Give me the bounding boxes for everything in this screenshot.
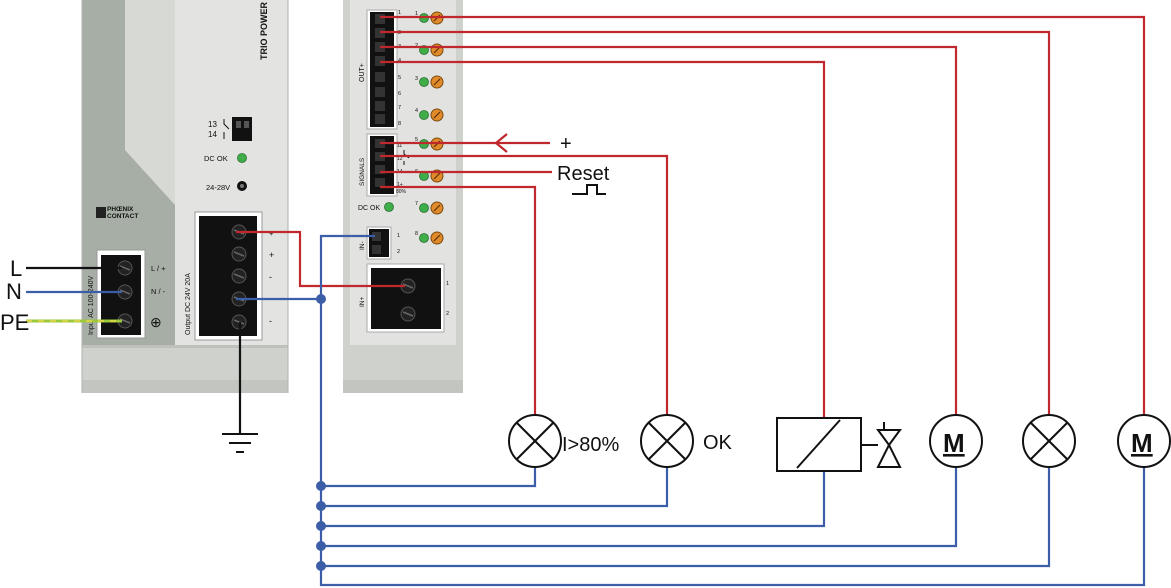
signal-pin-12: 12 (397, 156, 403, 162)
label-reset: Reset (557, 163, 610, 185)
in-minus-pin-2: 2 (397, 249, 400, 255)
svg-text:PHŒNIX: PHŒNIX (107, 206, 134, 213)
label-plus: + (560, 133, 572, 155)
junction-dots (316, 294, 326, 571)
output-terminal-5[interactable] (218, 311, 254, 333)
output-mark-2: + (269, 250, 274, 260)
input-rating-label: Input AC 100-240V (88, 276, 95, 335)
module-dc-ok-led (384, 202, 394, 212)
channel-8-knob[interactable] (430, 231, 444, 245)
channel-number-5: 5 (415, 137, 418, 143)
output-terminal-2[interactable] (218, 243, 254, 265)
dc-ok-led (237, 153, 247, 163)
channel-number-1: 1 (415, 11, 418, 17)
motor-1-symbol: M (943, 428, 965, 458)
lamp-overload-icon (508, 414, 562, 468)
relay-contact-13: 13 (208, 120, 217, 129)
output-mark-3: - (269, 272, 272, 282)
phoenix-contact-logo: PHŒNIX CONTACT (96, 206, 138, 220)
signal-pin-1plus: 1+ (397, 182, 403, 188)
channel-8-led (419, 233, 429, 243)
voltage-adjust-label: 24-28V (206, 183, 230, 192)
terminal-label-N: N / - (151, 287, 166, 296)
svg-text:CONTACT: CONTACT (107, 213, 138, 220)
channel-3-led (419, 77, 429, 87)
output-mark-1: + (269, 229, 274, 238)
channel-number-7: 7 (415, 201, 418, 207)
channel-number-8: 8 (415, 231, 418, 237)
relay-contact-terminal[interactable] (232, 117, 252, 141)
wire-psu-plus-to-in-plus (236, 230, 405, 288)
in-minus-pin-1: 1 (397, 233, 400, 239)
label-N: N (6, 279, 22, 304)
lamp-overload-label: I>80% (562, 434, 619, 456)
signal-pin-80pct: 80% (396, 189, 407, 195)
wire-negative-bus (319, 299, 1146, 587)
wires (26, 15, 1146, 587)
brand-name: TRIO POWER (259, 2, 269, 60)
out-pin-5: 5 (398, 75, 401, 81)
terminal-label-L: L / + (151, 264, 166, 273)
channel-number-4: 4 (415, 108, 418, 114)
output-mark-4: - (269, 316, 272, 326)
label-L: L (10, 256, 22, 281)
voltage-adjust-potentiometer[interactable] (237, 181, 247, 191)
power-supply: TRIO POWER 13 14 DC OK 24-28V PHŒNIX CON… (81, 0, 289, 393)
dc-ok-label: DC OK (204, 154, 228, 163)
reset-pulse-icon (572, 184, 606, 195)
motor-1-icon (929, 414, 983, 468)
solenoid-valve-icon (861, 422, 902, 468)
out-pin-8: 8 (398, 121, 401, 127)
wire-in-minus (319, 234, 375, 299)
channel-7-led (419, 203, 429, 213)
channel-2-knob[interactable] (430, 43, 444, 57)
output-terminal-3[interactable] (218, 265, 254, 287)
channel-number-3: 3 (415, 76, 418, 82)
module-dc-ok-label: DC OK (358, 205, 381, 212)
channel-3-knob[interactable] (430, 75, 444, 89)
signals-label: SIGNALS (359, 157, 366, 186)
diagnostic-module: OUT+ 1 2 3 4 5 6 7 8 1 2 3 4 (343, 0, 463, 393)
in-plus-terminal-2[interactable] (387, 303, 423, 325)
in-plus-pin-2: 2 (446, 311, 449, 317)
channel-4-led (419, 110, 429, 120)
out-pin-1: 1 (398, 10, 401, 16)
out-pin-7: 7 (398, 105, 401, 111)
pe-symbol: ⊕ (150, 314, 162, 330)
label-PE: PE (0, 310, 29, 335)
in-minus-label: IN- (359, 241, 366, 250)
relay-contact-14: 14 (208, 130, 217, 139)
motor-2-icon (1117, 414, 1171, 468)
motor-2-symbol: M (1131, 428, 1153, 458)
in-plus-label: IN+ (359, 297, 366, 308)
relay-coil-icon (776, 417, 862, 472)
in-plus-pin-1: 1 (446, 281, 449, 287)
lamp-ok-label: OK (703, 432, 733, 454)
output-rating-label: Output DC 24V 20A (185, 273, 192, 335)
lamp-ok-icon (640, 414, 694, 468)
signal-pin-11: 11 (397, 143, 402, 149)
channel-4-knob[interactable] (430, 108, 444, 122)
out-plus-label: OUT+ (359, 63, 366, 82)
lamp-3-icon (1022, 414, 1076, 468)
channel-7-knob[interactable] (430, 201, 444, 215)
out-pin-6: 6 (398, 91, 401, 97)
ground-symbol (222, 433, 258, 453)
